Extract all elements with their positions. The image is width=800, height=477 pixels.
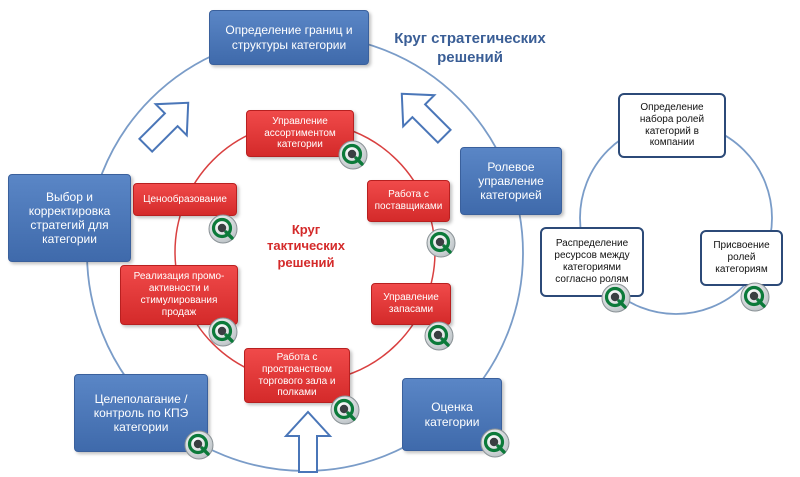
store-space-box: Работа с пространством торгового зала и … — [244, 348, 350, 403]
qlik-icon — [338, 140, 368, 170]
qlik-icon — [426, 228, 456, 258]
strategic-circle-title: Круг стратегических решений — [394, 30, 546, 66]
stock-box: Управление запасами — [371, 283, 451, 325]
suppliers-box: Работа с поставщиками — [367, 180, 450, 222]
assortment-box: Управление ассортиментом категории — [246, 110, 354, 157]
allocate-resources-box: Распределение ресурсов между категориями… — [540, 227, 644, 297]
tactical-circle-title: Круг тактических решений — [266, 222, 346, 270]
assign-roles-box: Присвоение ролей категориям — [700, 230, 783, 286]
qlik-icon — [424, 321, 454, 351]
strategy-choice-box: Выбор и корректировка стратегий для кате… — [8, 174, 131, 262]
arrow-up-icon — [283, 410, 333, 473]
qlik-icon — [601, 283, 631, 313]
pricing-box: Ценообразование — [133, 183, 237, 216]
goal-setting-box: Целеполагание / контроль по КПЭ категори… — [74, 374, 208, 452]
qlik-icon — [740, 282, 770, 312]
define-roles-box: Определение набора ролей категорий в ком… — [618, 93, 726, 158]
promo-box: Реализация промо-активности и стимулиров… — [120, 265, 238, 325]
qlik-icon — [330, 395, 360, 425]
qlik-icon — [208, 214, 238, 244]
qlik-icon — [208, 317, 238, 347]
qlik-icon — [480, 428, 510, 458]
arrow-left-icon — [138, 101, 190, 153]
arrow-right-icon — [400, 92, 452, 144]
qlik-icon — [184, 430, 214, 460]
role-management-box: Ролевое управление категорией — [460, 147, 562, 215]
define-boundaries-box: Определение границ и структуры категории — [209, 10, 369, 65]
